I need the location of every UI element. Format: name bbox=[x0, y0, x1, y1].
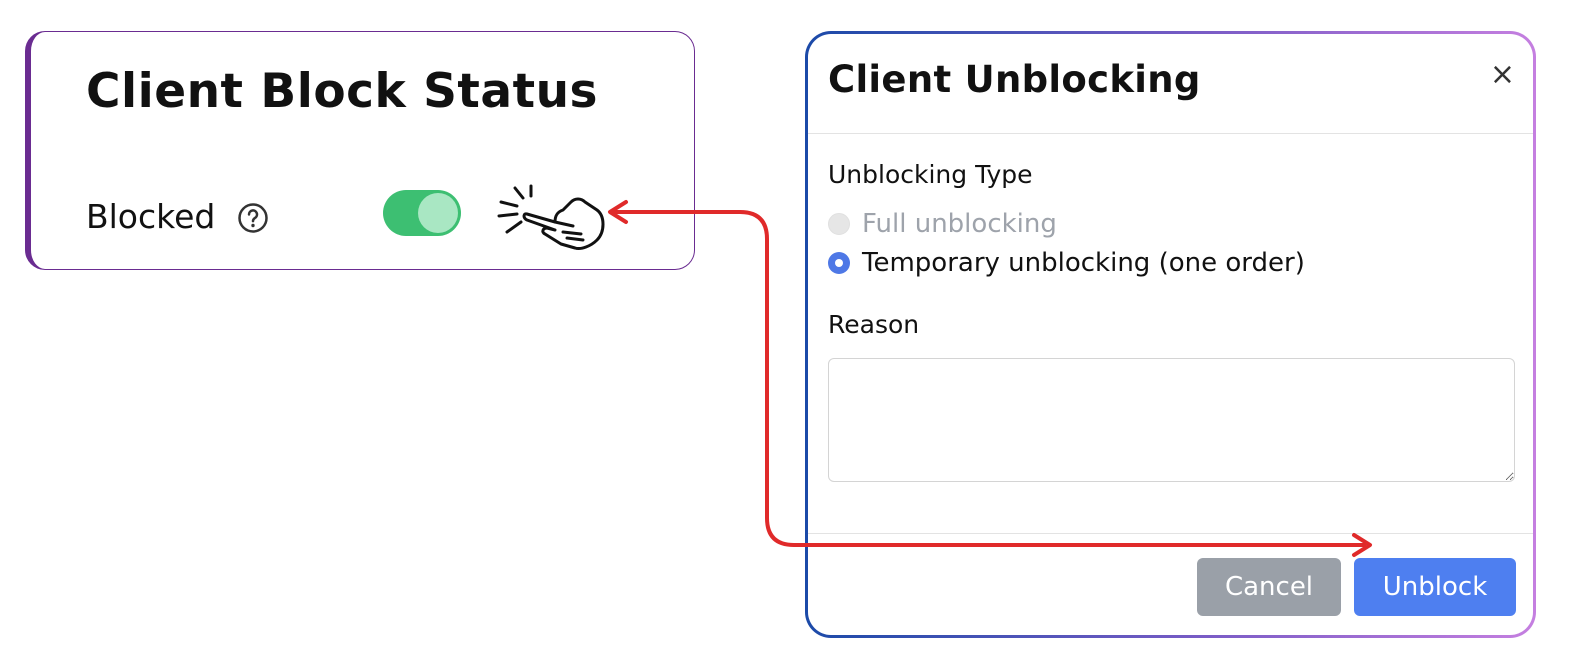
radio-button-disabled bbox=[828, 213, 850, 235]
reason-textarea[interactable] bbox=[828, 358, 1515, 482]
radio-full-unblocking: Full unblocking bbox=[828, 209, 1057, 239]
header-divider bbox=[808, 133, 1533, 134]
toggle-knob bbox=[418, 193, 458, 233]
unblock-button[interactable]: Unblock bbox=[1354, 558, 1516, 616]
client-block-status-card: Client Block Status Blocked bbox=[25, 31, 695, 270]
radio-temporary-unblocking[interactable]: Temporary unblocking (one order) bbox=[828, 248, 1305, 278]
reason-label: Reason bbox=[828, 310, 920, 339]
client-unblocking-modal: Client Unblocking × Unblocking Type Full… bbox=[805, 31, 1536, 638]
modal-title: Client Unblocking bbox=[828, 58, 1201, 101]
radio-button-checked[interactable] bbox=[828, 252, 850, 274]
pointing-hand-click-icon bbox=[497, 184, 605, 250]
radio-label-full: Full unblocking bbox=[862, 209, 1057, 239]
question-circle-icon[interactable] bbox=[237, 202, 269, 234]
blocked-toggle[interactable] bbox=[383, 190, 461, 236]
cancel-button[interactable]: Cancel bbox=[1197, 558, 1341, 616]
footer-divider bbox=[808, 533, 1533, 534]
radio-label-temporary: Temporary unblocking (one order) bbox=[862, 248, 1305, 278]
close-icon[interactable]: × bbox=[1489, 57, 1515, 92]
blocked-label: Blocked bbox=[86, 197, 216, 236]
unblocking-type-label: Unblocking Type bbox=[828, 160, 1033, 189]
status-card-title: Client Block Status bbox=[86, 64, 599, 119]
